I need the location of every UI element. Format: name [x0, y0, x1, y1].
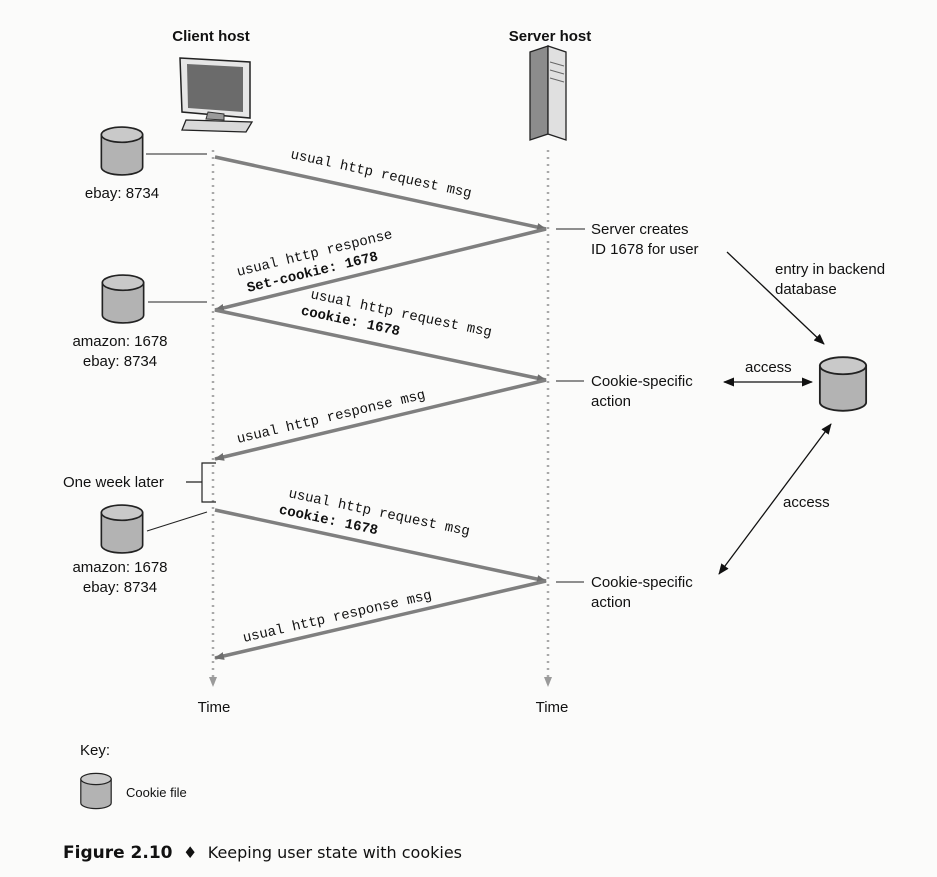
message-arrow-response: [214, 227, 547, 312]
key-cookie-file-label: Cookie file: [126, 785, 187, 800]
access-label-1: access: [745, 359, 792, 376]
m6-label: usual http response msg: [242, 588, 434, 647]
server-creates-line1: Server creates: [591, 221, 689, 238]
action1-line1: Cookie-specific: [591, 373, 693, 390]
store3-line1: amazon: 1678: [72, 559, 167, 576]
action2-line2: action: [591, 594, 631, 611]
access-label-2: access: [783, 494, 830, 511]
client-cookie-file-icon: [100, 504, 144, 554]
action1-line2: action: [591, 393, 631, 410]
client-host-label: Client host: [172, 28, 250, 45]
caption-text: Keeping user state with cookies: [208, 843, 462, 862]
backend-database-icon: [818, 356, 868, 412]
client-cookie-file-icon: [100, 126, 144, 176]
entry-label-line1: entry in backend: [775, 261, 885, 278]
key-title: Key:: [80, 742, 110, 759]
store1-line1: ebay: 8734: [85, 185, 159, 202]
one-week-bracket: [186, 462, 216, 503]
server-host-label: Server host: [509, 28, 592, 45]
entry-arrow: [726, 251, 825, 345]
message-arrow-request: [214, 155, 547, 231]
client-time-label: Time: [198, 699, 231, 716]
one-week-later-label: One week later: [63, 474, 164, 491]
key-cookie-file-icon: [80, 772, 112, 810]
client-cookie-file-icon: [101, 274, 145, 324]
server-time-label: Time: [536, 699, 569, 716]
store2-line1: amazon: 1678: [72, 333, 167, 350]
m4-label: usual http response msg: [235, 388, 427, 448]
access-arrow: [718, 423, 832, 575]
server-creates-line2: ID 1678 for user: [591, 241, 699, 258]
entry-label-line2: database: [775, 281, 837, 298]
message-arrow-response: [214, 579, 547, 660]
message-arrow-request: [214, 508, 547, 584]
client-computer-icon: [179, 57, 254, 133]
store2-line2: ebay: 8734: [83, 353, 157, 370]
action2-line1: Cookie-specific: [591, 574, 693, 591]
message-arrow-response: [214, 378, 547, 461]
store3-line2: ebay: 8734: [83, 579, 157, 596]
store-connector-line: [146, 511, 208, 532]
server-tower-icon: [529, 45, 567, 141]
figure-caption: Figure 2.10 ♦ Keeping user state with co…: [63, 843, 462, 863]
figure-number: Figure 2.10: [63, 843, 173, 863]
caption-diamond: ♦: [183, 843, 197, 862]
message-arrow-request: [214, 308, 547, 383]
